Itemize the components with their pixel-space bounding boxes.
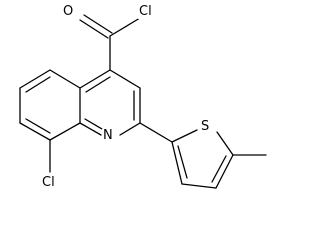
bond-c3-c2-thiophene-inner bbox=[177, 145, 188, 179]
atom-quinoline-nitrogen: N bbox=[102, 128, 114, 143]
atom-thiophene-sulfur: S bbox=[200, 119, 211, 134]
bond-c-cl-acyl bbox=[109, 17, 141, 37]
bond-c4a-c5 bbox=[49, 69, 81, 89]
bond-n1-c8a-inner bbox=[84, 118, 103, 130]
molecule-structure: O Cl N Cl S bbox=[19, 4, 267, 190]
bond-c4-c3-thiophene bbox=[181, 183, 217, 189]
bond-c8-c8a bbox=[49, 122, 81, 141]
bond-thiophene-c2-s bbox=[171, 129, 198, 143]
bond-c5-c6 bbox=[19, 69, 51, 89]
bond-c2-thiophene bbox=[139, 122, 173, 143]
bond-c7-c8-inner bbox=[25, 118, 51, 134]
bond-c5-c6-inner bbox=[25, 76, 51, 93]
structure-bonds bbox=[19, 14, 267, 189]
bond-c4-c3 bbox=[109, 69, 141, 89]
atom-ring-chlorine: Cl bbox=[41, 175, 56, 190]
bond-c7-c8 bbox=[19, 122, 51, 141]
bond-c2-n1 bbox=[119, 122, 141, 136]
bond-c5-c4-thiophene-inner bbox=[211, 155, 227, 183]
bond-c-carbonyl-o-2 bbox=[83, 14, 113, 34]
bond-c3-c2-thiophene bbox=[171, 141, 183, 185]
bond-n1-c8a bbox=[79, 122, 102, 136]
bond-c5-c4-thiophene bbox=[215, 154, 234, 189]
atom-carbonyl-oxygen: O bbox=[62, 4, 75, 19]
bond-c4a-c4-inner bbox=[85, 76, 111, 93]
bond-c4a-c4 bbox=[79, 69, 111, 89]
atom-acyl-chlorine: Cl bbox=[138, 4, 153, 19]
bond-s-c5 bbox=[216, 131, 234, 156]
bond-c-carbonyl-o-1 bbox=[79, 19, 109, 39]
